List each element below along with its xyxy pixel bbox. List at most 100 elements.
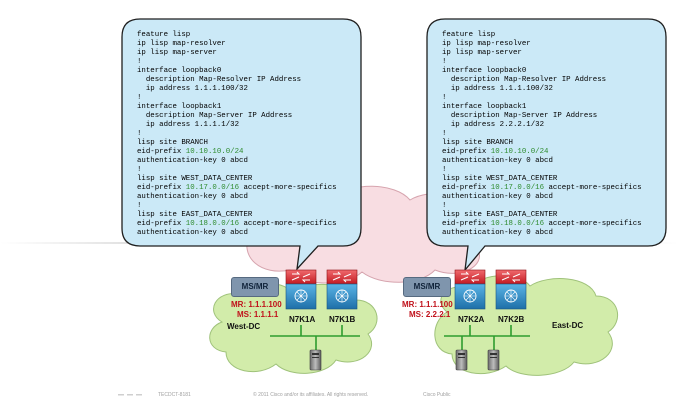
config-text: feature lisp xyxy=(442,31,496,39)
eid-prefix-value: 10.10.10.0/24 xyxy=(490,148,549,156)
config-line: ip lisp map-resolver xyxy=(442,40,642,49)
config-line: authentication-key 0 abcd xyxy=(137,229,337,238)
config-text: interface loopback0 xyxy=(137,67,222,75)
footer-copyright: © 2011 Cisco and/or its affiliates. All … xyxy=(253,392,369,398)
config-text: interface loopback1 xyxy=(137,103,222,111)
config-text: feature lisp xyxy=(137,31,191,39)
switch-n7k1a-icon xyxy=(285,269,317,310)
config-line: authentication-key 0 abcd xyxy=(442,229,642,238)
config-line: ! xyxy=(442,58,642,67)
config-line: ! xyxy=(137,166,337,175)
east-ms-mr-box: MS/MR xyxy=(403,277,451,297)
config-text: description Map-Server IP Address xyxy=(442,112,598,120)
config-line: lisp site EAST_DATA_CENTER xyxy=(442,211,642,220)
config-line: ip lisp map-server xyxy=(442,49,642,58)
config-line: interface loopback0 xyxy=(442,67,642,76)
config-line: feature lisp xyxy=(137,31,337,40)
config-line: description Map-Resolver IP Address xyxy=(442,76,642,85)
west-ms-mr-box: MS/MR xyxy=(231,277,279,297)
config-text: eid-prefix xyxy=(442,148,491,156)
config-line: ip address 1.1.1.1/32 xyxy=(137,121,337,130)
config-text: ip address 1.1.1.1/32 xyxy=(137,121,240,129)
config-line: eid-prefix 10.17.0.0/16 accept-more-spec… xyxy=(442,184,642,193)
config-text: ! xyxy=(137,130,142,138)
config-line: ! xyxy=(137,202,337,211)
config-text: authentication-key 0 abcd xyxy=(442,193,553,201)
config-text: authentication-key 0 abcd xyxy=(137,157,248,165)
config-line: eid-prefix 10.10.10.0/24 xyxy=(442,148,642,157)
config-line: ! xyxy=(442,166,642,175)
config-line: ip lisp map-server xyxy=(137,49,337,58)
eid-prefix-value: 10.10.10.0/24 xyxy=(185,148,244,156)
config-text: eid-prefix xyxy=(137,148,186,156)
config-text: eid-prefix xyxy=(137,184,186,192)
config-text: eid-prefix xyxy=(137,220,186,228)
config-line: ip address 2.2.2.1/32 xyxy=(442,121,642,130)
config-line: ! xyxy=(137,58,337,67)
switch-n7k2a-label: N7K2A xyxy=(458,315,485,324)
east-ms-address: MS: 2.2.2.1 xyxy=(409,310,451,319)
config-text: ! xyxy=(442,58,447,66)
east-mr-address: MR: 1.1.1.100 xyxy=(402,300,453,309)
eid-prefix-value: 10.18.0.0/16 xyxy=(185,220,240,228)
config-line: eid-prefix 10.18.0.0/16 accept-more-spec… xyxy=(137,220,337,229)
config-text: ! xyxy=(137,94,142,102)
config-line: eid-prefix 10.10.10.0/24 xyxy=(137,148,337,157)
switch-n7k2b-icon xyxy=(495,269,527,310)
config-text: ip lisp map-server xyxy=(137,49,217,57)
config-line: interface loopback1 xyxy=(137,103,337,112)
config-line: description Map-Resolver IP Address xyxy=(137,76,337,85)
config-text: ! xyxy=(442,94,447,102)
config-text: lisp site WEST_DATA_CENTER xyxy=(442,175,558,183)
switch-n7k1b-icon xyxy=(326,269,358,310)
config-text: eid-prefix xyxy=(442,220,491,228)
config-line: ! xyxy=(442,130,642,139)
west-mr-address: MR: 1.1.1.100 xyxy=(231,300,282,309)
config-text: ip address 2.2.2.1/32 xyxy=(442,121,545,129)
west-ms-address: MS: 1.1.1.1 xyxy=(237,310,279,319)
config-text: ! xyxy=(442,202,447,210)
config-text: ! xyxy=(137,202,142,210)
config-text: ! xyxy=(137,166,142,174)
config-text: authentication-key 0 abcd xyxy=(442,157,553,165)
east-lan-links xyxy=(444,325,530,352)
config-line: eid-prefix 10.18.0.0/16 accept-more-spec… xyxy=(442,220,642,229)
switch-n7k1a-label: N7K1A xyxy=(289,315,316,324)
config-line: ip address 1.1.1.100/32 xyxy=(442,85,642,94)
config-text: lisp site WEST_DATA_CENTER xyxy=(137,175,253,183)
west-server-icon xyxy=(309,349,322,371)
config-text: ip lisp map-resolver xyxy=(442,40,531,48)
config-line: authentication-key 0 abcd xyxy=(442,157,642,166)
footer-session-id: TECDCT-8181 xyxy=(158,392,191,398)
west-lan-links xyxy=(270,325,360,352)
config-line: authentication-key 0 abcd xyxy=(442,193,642,202)
config-text: lisp site EAST_DATA_CENTER xyxy=(137,211,253,219)
config-text: accept-more-specifics xyxy=(239,220,337,228)
config-line: lisp site WEST_DATA_CENTER xyxy=(442,175,642,184)
config-text: ip lisp map-server xyxy=(442,49,522,57)
config-text: ip address 1.1.1.100/32 xyxy=(137,85,248,93)
config-line: description Map-Server IP Address xyxy=(442,112,642,121)
config-line: authentication-key 0 abcd xyxy=(137,193,337,202)
footer-logo-mark xyxy=(118,394,142,396)
eid-prefix-value: 10.18.0.0/16 xyxy=(490,220,545,228)
config-text: authentication-key 0 abcd xyxy=(137,229,248,237)
config-text: description Map-Resolver IP Address xyxy=(442,76,607,84)
config-text: description Map-Server IP Address xyxy=(137,112,293,120)
config-line: lisp site BRANCH xyxy=(442,139,642,148)
east-config-callout xyxy=(426,18,667,273)
east-server-1-icon xyxy=(455,349,468,371)
config-line: ! xyxy=(137,94,337,103)
eid-prefix-value: 10.17.0.0/16 xyxy=(185,184,240,192)
config-text: description Map-Resolver IP Address xyxy=(137,76,302,84)
switch-n7k2b-label: N7K2B xyxy=(498,315,525,324)
config-line: lisp site BRANCH xyxy=(137,139,337,148)
config-text: interface loopback1 xyxy=(442,103,527,111)
config-line: ! xyxy=(137,130,337,139)
west-config-callout xyxy=(121,18,362,271)
config-text: accept-more-specifics xyxy=(544,220,642,228)
config-text: ip address 1.1.1.100/32 xyxy=(442,85,553,93)
